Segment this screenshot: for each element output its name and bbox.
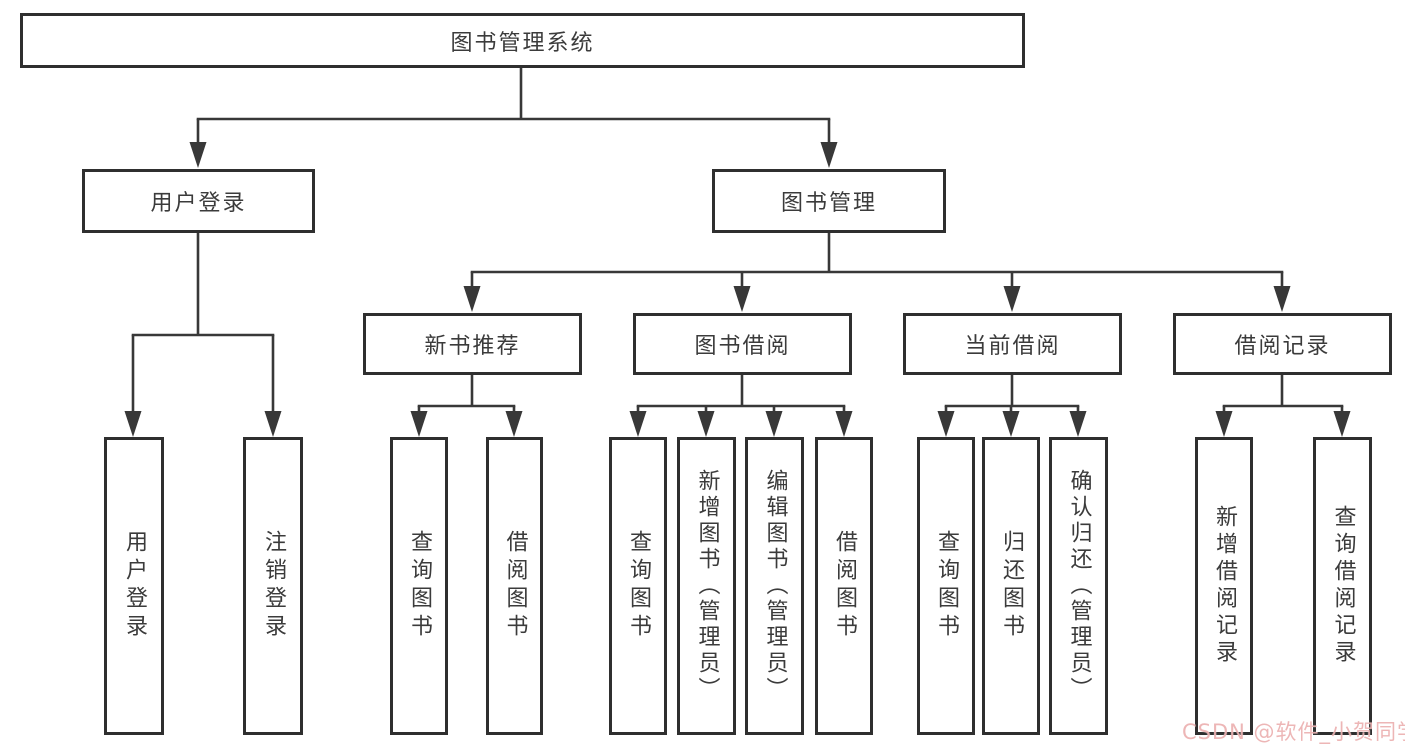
node-borrow-record: 借阅记录 [1173,313,1392,375]
leaf-query-books-2: 查询图书 [609,437,667,735]
node-current-borrow: 当前借阅 [903,313,1122,375]
leaf-borrow-books-1: 借阅图书 [486,437,543,735]
leaf-query-books-3: 查询图书 [917,437,975,735]
leaf-user-login: 用户登录 [104,437,164,735]
node-user-login: 用户登录 [82,169,315,233]
leaf-query-books-1: 查询图书 [390,437,448,735]
leaf-add-borrow-record: 新增借阅记录 [1195,437,1253,735]
node-book-borrow: 图书借阅 [633,313,852,375]
leaf-confirm-return-admin: 确认归还（管理员） [1049,437,1108,735]
leaf-add-books-admin: 新增图书（管理员） [677,437,736,735]
node-new-book-recommend: 新书推荐 [363,313,582,375]
leaf-return-books: 归还图书 [982,437,1040,735]
leaf-logout: 注销登录 [243,437,303,735]
node-book-management: 图书管理 [712,169,946,233]
leaf-borrow-books-2: 借阅图书 [815,437,873,735]
csdn-watermark: CSDN @软件_小贺同学 [1182,720,1405,744]
node-root: 图书管理系统 [20,13,1025,68]
leaf-edit-books-admin: 编辑图书（管理员） [745,437,804,735]
leaf-query-borrow-record: 查询借阅记录 [1313,437,1372,735]
